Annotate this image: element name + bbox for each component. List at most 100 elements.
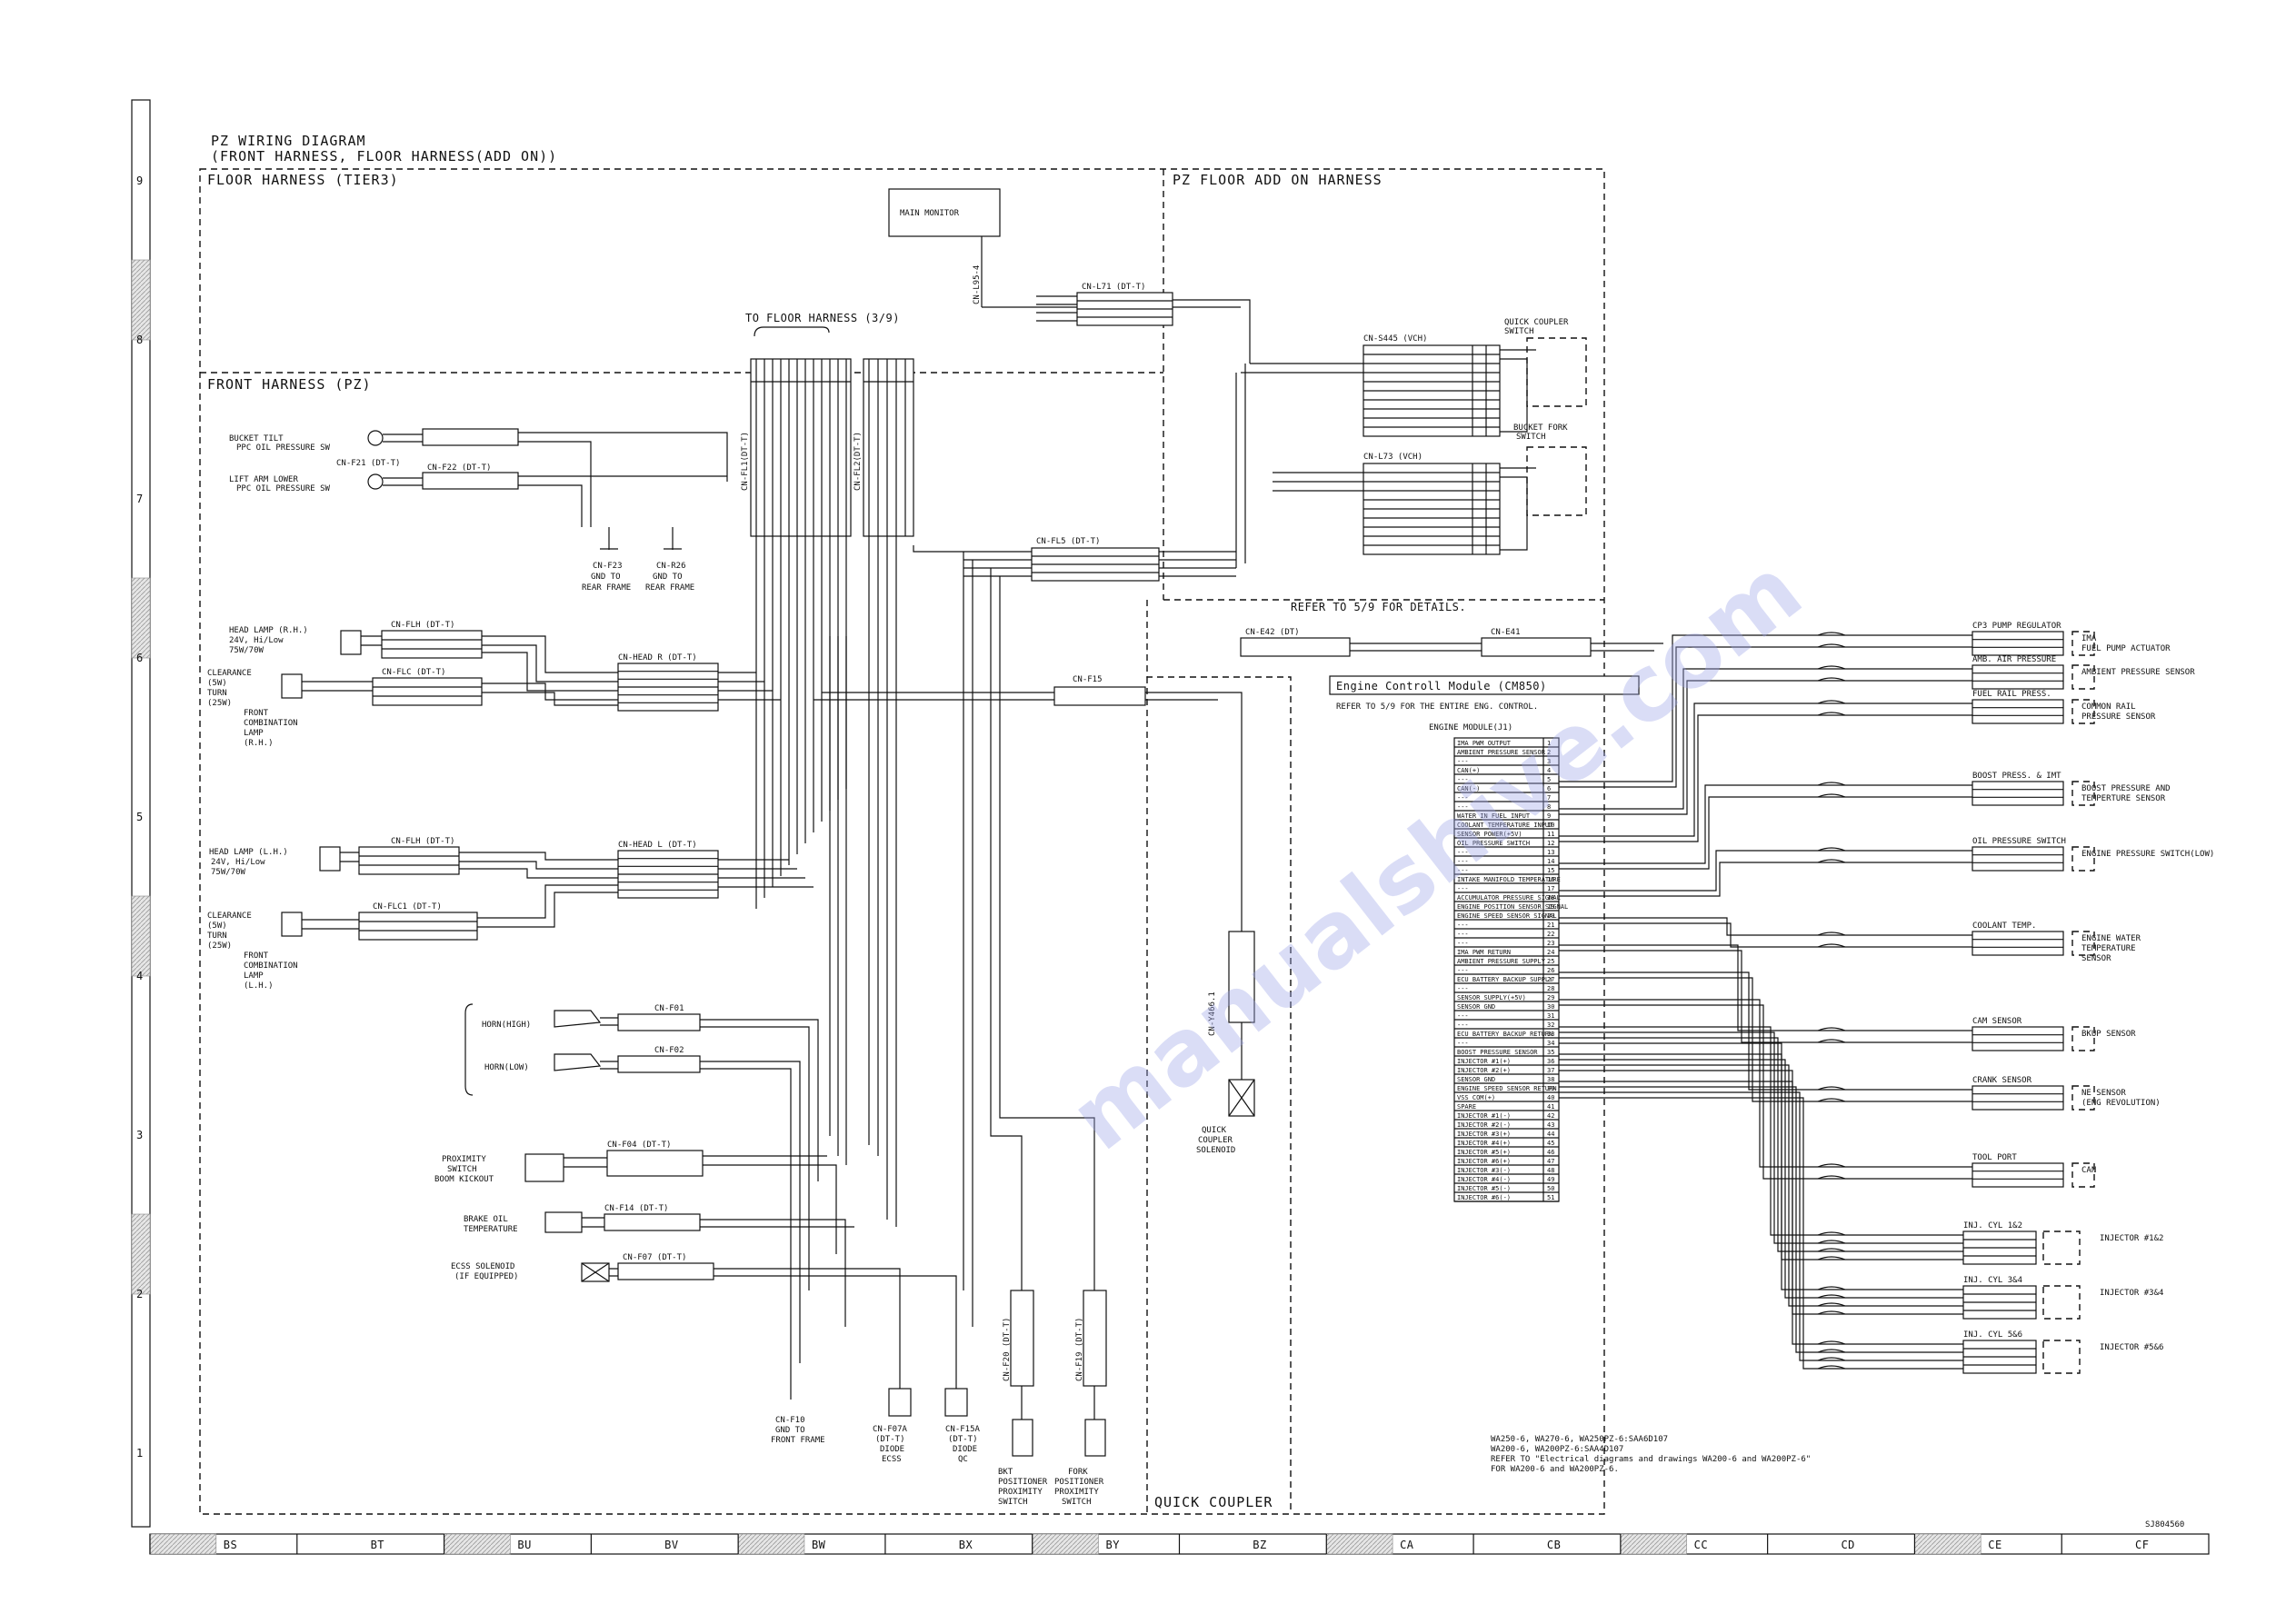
note-2: WA200-6, WA200PZ-6:SAA4D107 bbox=[1491, 1445, 1623, 1454]
cn-f22-connector bbox=[422, 472, 519, 490]
cn-fl1-connector bbox=[750, 358, 852, 537]
qc-switch-symbol bbox=[1526, 337, 1587, 407]
sensor-connector bbox=[1972, 664, 2064, 690]
ecm-pin-label: SENSOR SUPPLY(+5V) bbox=[1457, 994, 1526, 1001]
sensor-connector-label: INJ. CYL 5&6 bbox=[1963, 1330, 2022, 1340]
head-lamp-rh-l2: 24V, Hi/Low bbox=[229, 636, 284, 645]
section-floor-harness: FLOOR HARNESS (TIER3) bbox=[207, 172, 399, 188]
section-front-harness: FRONT HARNESS (PZ) bbox=[207, 376, 372, 393]
ecm-pin-number: 12 bbox=[1547, 840, 1554, 847]
clearance-text: LAMP bbox=[244, 729, 264, 738]
ecm-pin-number: 15 bbox=[1547, 867, 1554, 874]
sensor-connector bbox=[1972, 931, 2064, 956]
sensor-symbol bbox=[2071, 664, 2095, 690]
column-label: BY bbox=[1106, 1539, 1121, 1551]
cn-fl5-label: CN-FL5 (DT-T) bbox=[1036, 537, 1100, 546]
qc-solenoid-l3: SOLENOID bbox=[1196, 1146, 1235, 1155]
ecm-pin-label: ENGINE SPEED SENSOR SIGNAL bbox=[1457, 912, 1557, 920]
note-1: WA250-6, WA270-6, WA250PZ-6:SAA6D107 bbox=[1491, 1435, 1668, 1444]
column-label: BU bbox=[517, 1539, 531, 1551]
column-label: BS bbox=[224, 1539, 237, 1551]
row-label: 9 bbox=[136, 174, 144, 187]
bucket-tilt-label-2: PPC OIL PRESSURE SW bbox=[236, 443, 331, 453]
ecm-title-box bbox=[1329, 675, 1640, 695]
ecm-pin-label: INTAKE MANIFOLD TEMPERATURE bbox=[1457, 876, 1561, 883]
note-4: FOR WA200-6 and WA200PZ-6. bbox=[1491, 1465, 1619, 1474]
cn-y466-label: CN-Y466.1 bbox=[1208, 991, 1217, 1036]
sensor-name: ENGINE WATER bbox=[2081, 934, 2141, 943]
cn-f21-label: CN-F21 (DT-T) bbox=[336, 459, 400, 468]
ecm-pin-label: --- bbox=[1457, 967, 1469, 974]
cn-f21-connector bbox=[422, 428, 519, 446]
cn-f07a-l4: ECSS bbox=[882, 1455, 902, 1464]
ecm-pin-number: 16 bbox=[1547, 876, 1554, 883]
cn-r26-label: CN-R26 bbox=[656, 562, 686, 571]
ecm-pin-label: INJECTOR #6(-) bbox=[1457, 1194, 1511, 1201]
drawing-code: SJ804560 bbox=[2145, 1520, 2184, 1529]
ecm-pin-label: ECU BATTERY BACKUP RETURN bbox=[1457, 1031, 1552, 1038]
ecm-pin-number: 33 bbox=[1547, 1031, 1554, 1038]
ecm-title: Engine Controll Module (CM850) bbox=[1336, 680, 1547, 692]
ecm-pin-label: --- bbox=[1457, 1021, 1469, 1029]
cn-f15a-l3: DIODE bbox=[953, 1445, 977, 1454]
sensor-symbol bbox=[2042, 1230, 2081, 1265]
clearance-text: COMBINATION bbox=[244, 961, 298, 971]
sensor-symbol bbox=[2042, 1340, 2081, 1374]
ecm-pin-number: 5 bbox=[1547, 776, 1551, 783]
cn-f19-connector bbox=[1083, 1290, 1107, 1387]
ecm-pin-label: ECU BATTERY BACKUP SUPPLY bbox=[1457, 976, 1553, 983]
horn-low-label: HORN(LOW) bbox=[484, 1063, 529, 1072]
ecm-pin-label: --- bbox=[1457, 985, 1469, 992]
ecm-pin-label: BOOST PRESSURE SENSOR bbox=[1457, 1049, 1538, 1056]
ecm-pin-number: 31 bbox=[1547, 1012, 1554, 1020]
row-label: 3 bbox=[136, 1129, 144, 1141]
ecm-pin-label: INJECTOR #1(+) bbox=[1457, 1058, 1511, 1065]
ecss-l2: (IF EQUIPPED) bbox=[454, 1272, 518, 1281]
sensor-connector-label: CRANK SENSOR bbox=[1972, 1076, 2032, 1085]
lift-arm-label-2: PPC OIL PRESSURE SW bbox=[236, 484, 331, 493]
ecm-pin-label: --- bbox=[1457, 803, 1469, 811]
cn-f23-sub2: REAR FRAME bbox=[582, 583, 631, 593]
cn-f07-label: CN-F07 (DT-T) bbox=[623, 1253, 686, 1262]
ecm-pin-number: 3 bbox=[1547, 758, 1551, 765]
ecm-pin-number: 11 bbox=[1547, 831, 1554, 838]
cn-fl1-label: CN-FL1(DT-T) bbox=[741, 432, 750, 491]
ecm-pin-label: VSS COM(+) bbox=[1457, 1094, 1495, 1101]
sensor-symbol bbox=[2071, 1026, 2095, 1051]
ecm-pin-label: SENSOR POWER(+5V) bbox=[1457, 831, 1522, 838]
ecm-pin-number: 48 bbox=[1547, 1167, 1554, 1174]
sensor-name: CAN bbox=[2081, 1166, 2096, 1175]
sensor-connector bbox=[1972, 1026, 2064, 1051]
main-monitor-box bbox=[888, 188, 1001, 237]
ecm-pin-label: WATER IN FUEL INPUT bbox=[1457, 812, 1531, 820]
cn-f01-label: CN-F01 bbox=[654, 1004, 684, 1013]
bucket-tilt-label-1: BUCKET TILT bbox=[229, 434, 284, 443]
ecm-pin-number: 38 bbox=[1547, 1076, 1554, 1083]
sensor-symbol bbox=[2071, 931, 2095, 956]
clearance-text: LAMP bbox=[244, 971, 264, 981]
fork-pos-l1: FORK bbox=[1068, 1468, 1088, 1477]
clearance-text: COMBINATION bbox=[244, 719, 298, 728]
fork-switch-label-1: BUCKET FORK bbox=[1513, 423, 1568, 433]
sensor-symbol bbox=[2071, 631, 2095, 656]
cn-e42-connector bbox=[1240, 637, 1351, 657]
cn-f23-label: CN-F23 bbox=[593, 562, 623, 571]
ecm-pin-number: 42 bbox=[1547, 1112, 1554, 1120]
ecm-pin-number: 24 bbox=[1547, 949, 1554, 956]
row-label: 5 bbox=[136, 811, 144, 823]
ecm-pin-number: 46 bbox=[1547, 1149, 1554, 1156]
sensor-connector-label: OIL PRESSURE SWITCH bbox=[1972, 837, 2066, 846]
cn-l95-label: CN-L95-4 bbox=[973, 265, 982, 304]
cn-flc1-lh-label: CN-FLC1 (DT-T) bbox=[373, 902, 442, 912]
sensor-connector-label: INJ. CYL 1&2 bbox=[1963, 1221, 2022, 1230]
head-lamp-lh-l1: HEAD LAMP (L.H.) bbox=[209, 848, 288, 857]
ecm-pin-number: 28 bbox=[1547, 985, 1554, 992]
cn-f04-connector bbox=[606, 1150, 704, 1177]
row-label: 4 bbox=[136, 970, 144, 982]
ecm-pin-number: 35 bbox=[1547, 1049, 1554, 1056]
brake-oil-sensor-symbol bbox=[544, 1211, 583, 1233]
sensor-name: NE SENSOR bbox=[2081, 1089, 2126, 1098]
sensor-symbol bbox=[2042, 1285, 2081, 1320]
